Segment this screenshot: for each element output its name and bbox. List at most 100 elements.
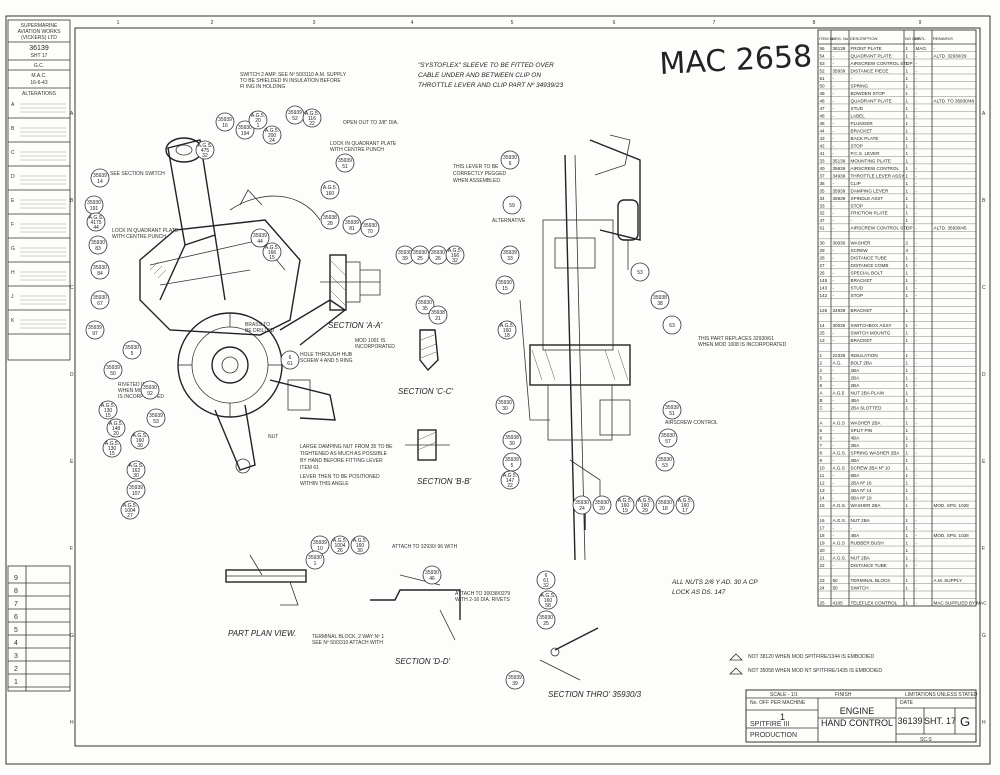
parts-list-cell: - (916, 173, 918, 178)
alteration-letter: F (11, 222, 14, 228)
parts-list-cell: 53 (820, 61, 826, 66)
parts-list-cell: - (833, 443, 835, 448)
svg-text:35939: 35939 (313, 540, 327, 546)
parts-list-cell: 35139 (833, 158, 846, 163)
parts-list-cell: - (916, 271, 918, 276)
parts-list-cell: 1 (906, 61, 909, 66)
svg-text:30: 30 (357, 548, 363, 554)
part-callout: 53 (630, 262, 650, 282)
parts-list-cell: A.G.S (833, 466, 845, 471)
parts-list-cell: RUBBER BUSH (851, 540, 884, 545)
parts-list-cell: 7 (820, 443, 823, 448)
svg-text:4175: 4175 (90, 220, 101, 226)
svg-text:475: 475 (201, 148, 210, 154)
svg-text:19: 19 (622, 508, 628, 514)
svg-text:63: 63 (669, 323, 675, 329)
parts-list-cell: - (833, 61, 835, 66)
parts-list-cell: SWITCH (851, 585, 869, 590)
sheet-line: SHT 17 (31, 53, 48, 59)
parts-list-cell: DISTANCE TUBE (851, 256, 887, 261)
svg-text:32: 32 (543, 583, 549, 589)
alterations-title: ALTERATIONS (22, 91, 57, 97)
svg-text:A.G.5.: A.G.5. (265, 128, 279, 134)
parts-list-cell: - (916, 481, 918, 486)
svg-text:35938: 35938 (323, 215, 337, 221)
parts-list-cell: 1 (906, 600, 909, 605)
parts-list-cell: - (916, 585, 918, 590)
svg-text:30: 30 (502, 406, 508, 412)
parts-list-cell: 16 (820, 518, 826, 523)
parts-list-cell: - (833, 211, 835, 216)
svg-text:A.G.5.: A.G.5. (101, 403, 115, 409)
svg-text:35939: 35939 (503, 250, 517, 256)
parts-list-cell: 9 (820, 458, 823, 463)
svg-text:130: 130 (108, 446, 117, 452)
title-line-2: HAND CONTROL (821, 718, 893, 728)
header-line-1: SUPERMARINE (21, 23, 58, 29)
parts-list-cell: 2BA Nº 14 (851, 488, 873, 493)
parts-list-cell: - (833, 143, 835, 148)
parts-list-cell: 1 (906, 83, 909, 88)
parts-list-cell: - (916, 143, 918, 148)
svg-text:14: 14 (97, 179, 103, 185)
row-letter: G (70, 633, 74, 639)
parts-list-cell: - (916, 548, 918, 553)
nuts-note-1: LARGE DAMPING NUT FROM 35 TO BE (300, 444, 393, 450)
parts-list-cell: 1 (906, 196, 909, 201)
parts-list-cell: 1 (906, 203, 909, 208)
parts-list-cell: - (916, 540, 918, 545)
svg-text:160: 160 (503, 328, 512, 334)
svg-text:35930: 35930 (539, 615, 553, 621)
svg-text:59: 59 (509, 203, 515, 209)
parts-list-cell: - (833, 181, 835, 186)
parts-list-cell: 1 (906, 226, 909, 231)
part-callout: 661 (280, 350, 300, 370)
parts-list-cell: 11 (820, 473, 825, 478)
row-letter: H (70, 720, 74, 726)
svg-text:130: 130 (104, 408, 113, 414)
parts-list-cell: 2BA SLOTTED (851, 406, 883, 411)
parts-list-cell: 2BA (851, 383, 861, 388)
row-letter: E (70, 459, 74, 465)
parts-list-cell: 1 (906, 91, 909, 96)
parts-list-cell: 36 (820, 181, 826, 186)
svg-text:35930: 35930 (595, 500, 609, 506)
parts-list-cell: - (833, 383, 835, 388)
section-bb (405, 429, 450, 461)
parts-list-cell: 1 (906, 128, 909, 133)
svg-text:35939: 35939 (253, 233, 267, 239)
parts-list-cell: - (916, 61, 918, 66)
parts-list-cell: 48 (820, 98, 826, 103)
quantity-value: 1 (780, 712, 785, 722)
parts-list-cell: 12 (820, 481, 826, 486)
alteration-letter: C (11, 150, 15, 156)
row-letter: F (70, 546, 73, 552)
svg-text:83: 83 (95, 246, 101, 252)
parts-list-cell: 1 (906, 548, 909, 553)
svg-text:A.G.5.: A.G.5. (678, 498, 692, 504)
parts-list-cell: 2 (820, 368, 823, 373)
left-panel: SUPERMARINE AVIATION WORKS (VICKERS) LTD… (7, 19, 71, 692)
parts-list-cell: 28 (820, 256, 826, 261)
svg-text:32: 32 (202, 153, 208, 159)
svg-text:35930: 35930 (418, 300, 432, 306)
parts-list-cell: 1 (906, 278, 909, 283)
svg-text:58: 58 (545, 603, 551, 609)
part-plan-title: PART PLAN VIEW. (228, 629, 296, 638)
row-letter: C (70, 285, 74, 291)
